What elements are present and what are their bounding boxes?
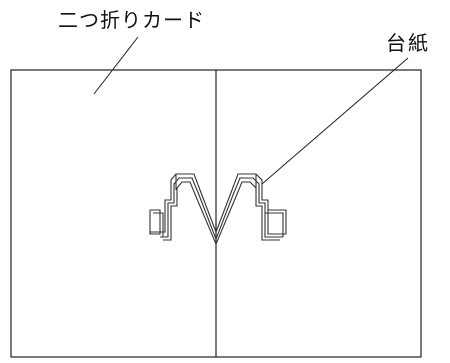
mount-outline-inner (163, 181, 280, 246)
label-folded-card: 二つ折りカード (58, 8, 205, 32)
mount-outline-middle (160, 177, 283, 241)
leader-line-mount (261, 57, 409, 185)
mount-left-foot-inner (153, 212, 164, 237)
mount-left-foot (149, 209, 161, 235)
label-mount: 台紙 (386, 31, 430, 55)
mount-right-foot-inner (265, 212, 284, 237)
leader-line-card (93, 36, 139, 95)
popup-mount (149, 173, 287, 246)
mount-outline-outer (149, 173, 286, 235)
